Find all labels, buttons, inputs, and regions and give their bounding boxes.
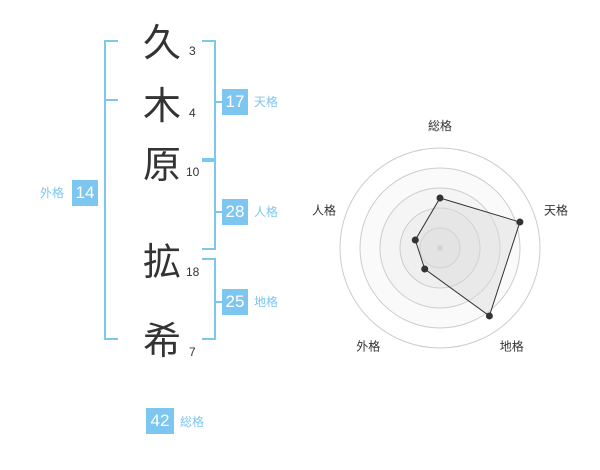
stroke-count-2: 4 xyxy=(189,106,196,120)
radar-axis-label-3: 地格 xyxy=(500,339,524,354)
stroke-count-1: 3 xyxy=(189,44,196,58)
radar-point-3 xyxy=(485,312,493,320)
radar-point-4 xyxy=(421,265,429,273)
radar-center-dot xyxy=(437,245,443,251)
jinkaku-bracket xyxy=(202,160,216,250)
chikaku-value-badge: 25 xyxy=(222,289,248,315)
radar-axis-label-2: 天格 xyxy=(544,202,568,217)
name-char-4: 拡 xyxy=(143,240,182,284)
tenkaku-label: 天格 xyxy=(254,95,279,109)
gaikaku-value-badge: 14 xyxy=(72,180,98,206)
jinkaku-value-badge: 28 xyxy=(222,199,248,225)
jinkaku-label: 人格 xyxy=(254,205,279,219)
stroke-count-5: 7 xyxy=(189,345,196,359)
chikaku-bracket-connector xyxy=(216,301,222,303)
chikaku-label: 地格 xyxy=(254,295,279,309)
radar-series-polygon xyxy=(414,197,521,317)
tenkaku-bracket-connector xyxy=(216,101,222,103)
radar-point-1 xyxy=(436,194,444,202)
name-char-3: 原 xyxy=(143,143,182,187)
radar-axis-label-5: 人格 xyxy=(312,202,336,217)
jinkaku-bracket-connector xyxy=(216,211,222,213)
name-char-1: 久 xyxy=(143,21,182,65)
soukaku-value-badge: 42 xyxy=(146,408,174,434)
soukaku-label: 総格 xyxy=(180,415,205,429)
radar-point-5 xyxy=(411,236,419,244)
gaikaku-label: 外格 xyxy=(40,186,65,200)
tenkaku-value-badge: 17 xyxy=(222,89,248,115)
name-char-5: 希 xyxy=(143,319,182,363)
chikaku-bracket xyxy=(202,258,216,340)
stroke-count-4: 18 xyxy=(186,265,200,279)
gaikaku-bracket-tick xyxy=(104,99,118,101)
gaikaku-bracket xyxy=(104,40,118,340)
name-char-2: 木 xyxy=(143,84,182,128)
tenkaku-bracket xyxy=(202,40,216,160)
radar-point-2 xyxy=(516,218,524,226)
radar-axis-label-4: 外格 xyxy=(356,339,380,354)
radar-axis-label-1: 総格 xyxy=(428,118,452,133)
stroke-count-3: 10 xyxy=(186,165,200,179)
